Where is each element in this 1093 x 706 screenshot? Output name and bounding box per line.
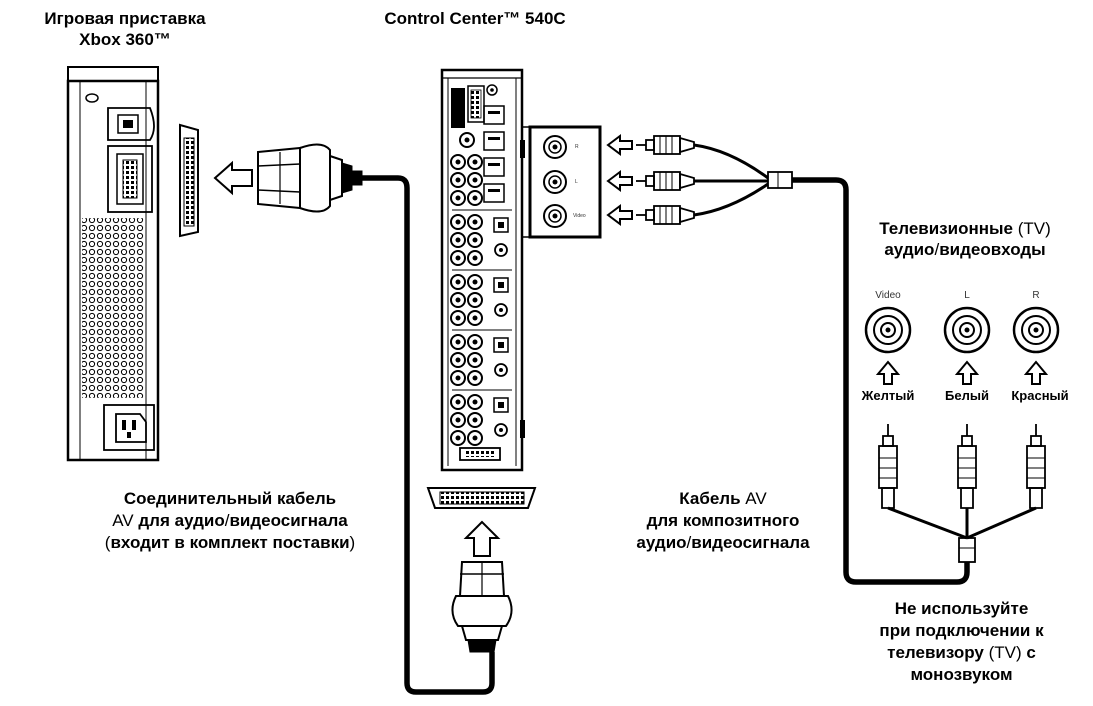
xbox-av-plug: [257, 143, 363, 213]
cc-jack-label-left: L: [575, 179, 578, 185]
composite-cable-wires: [693, 143, 769, 217]
xbox-title-line1: Игровая приставка: [44, 9, 206, 28]
av-cable-label: Соединительный кабель AV для аудио/видео…: [104, 489, 356, 552]
arrow-left-icon: [213, 160, 253, 196]
plug-color-red: Красный: [1011, 388, 1069, 403]
composite-cable-main: [792, 177, 970, 585]
tv-inputs-label: Телевизионные (TV) аудио/видеовходы: [879, 219, 1051, 259]
composite-cable-label: Кабель AV для композитного аудио/видеоси…: [636, 489, 810, 552]
control-center-540c: [440, 68, 525, 472]
mono-warning-label: Не используйте при подключении к телевиз…: [879, 599, 1044, 684]
xbox-title: Игровая приставка Xbox 360™: [0, 8, 250, 50]
arrow-left-icon: [606, 134, 633, 226]
plug-color-yellow: Желтый: [861, 388, 915, 403]
tv-input-jacks: [864, 306, 1060, 354]
rca-plugs-tv: [878, 424, 1046, 509]
cc-jack-label-video: Video: [573, 213, 586, 219]
xbox-360-console: [66, 66, 160, 462]
tv-jack-label-video: Video: [875, 290, 901, 301]
tv-jack-label-left: L: [964, 290, 970, 301]
composite-cable-junction: [767, 171, 793, 189]
plug-color-white: Белый: [945, 388, 989, 403]
arrow-up-icon: [463, 520, 501, 557]
cc-av-plug: [451, 561, 513, 653]
control-center-output-panel: [522, 125, 602, 239]
cc-jack-label-right: R: [575, 144, 579, 150]
tv-cable-junction: [887, 506, 1037, 563]
xbox-title-line2: Xbox 360™: [79, 30, 171, 49]
arrow-up-icon: [875, 360, 1049, 385]
av-cable-wire: [362, 175, 495, 695]
tv-jack-label-right: R: [1032, 290, 1040, 301]
rca-plugs-left: [636, 135, 695, 225]
control-center-title: Control Center™ 540C: [384, 9, 566, 28]
cc-bottom-connector: [426, 487, 537, 509]
xbox-av-connector: [179, 123, 199, 238]
